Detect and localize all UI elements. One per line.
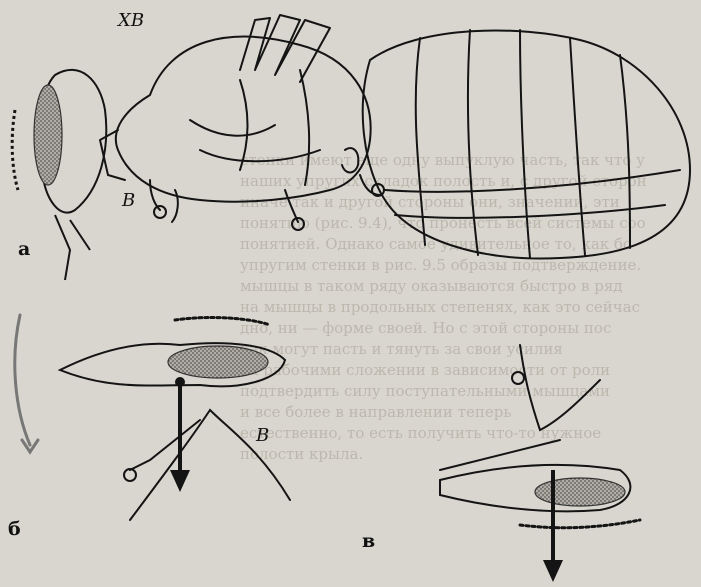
body-wall-v xyxy=(440,345,600,470)
curved-arrow-b xyxy=(15,315,30,445)
label-b-mid: В xyxy=(256,425,269,446)
joint-detail xyxy=(342,148,358,172)
panel-v-detail xyxy=(440,345,640,528)
label-b-top: В xyxy=(122,190,135,211)
label-xb: ХВ xyxy=(118,10,144,31)
abdomen-segments xyxy=(385,30,680,258)
panel-b-detail xyxy=(15,315,290,520)
panel-label-a: а xyxy=(18,238,30,260)
panel-a-insect xyxy=(100,15,690,258)
wing-base xyxy=(240,15,330,82)
thorax-sutures xyxy=(190,70,320,185)
panel-label-v: в xyxy=(362,530,375,552)
panel-label-b: б xyxy=(8,518,21,540)
